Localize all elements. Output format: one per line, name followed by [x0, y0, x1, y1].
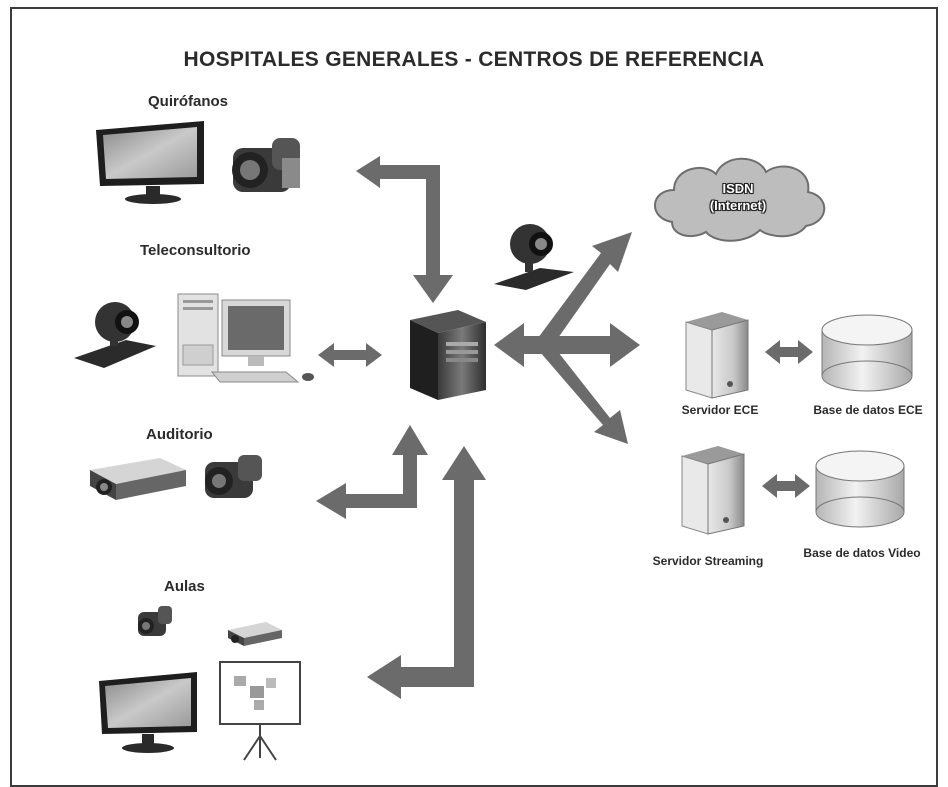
- webcam-icon: [74, 302, 156, 368]
- webcam-icon: [494, 224, 574, 290]
- section-label-quirofanos: Quirófanos: [148, 93, 229, 110]
- server-icon: [685, 312, 749, 399]
- monitor-icon: [99, 672, 197, 753]
- arrow-ece-db: [765, 340, 813, 364]
- section-label-teleconsultorio: Teleconsultorio: [140, 242, 251, 259]
- cloud-label: ISDN (Internet): [668, 180, 808, 214]
- label-servidor-ece: Servidor ECE: [681, 403, 759, 417]
- label-base-datos-video: Base de datos Video: [803, 546, 921, 560]
- camcorder-icon: [232, 138, 300, 192]
- central-server-icon: [410, 310, 486, 400]
- camcorder-icon: [205, 455, 262, 498]
- arrow-server-ece: [494, 323, 640, 367]
- projector-icon: [228, 622, 282, 646]
- arrow-aulas: [367, 446, 486, 699]
- section-label-auditorio: Auditorio: [146, 426, 213, 443]
- cloud-icon: [654, 157, 826, 242]
- database-icon: [821, 314, 913, 392]
- arrow-teleconsultorio: [318, 343, 382, 367]
- server-icon: [681, 446, 745, 535]
- label-base-datos-ece: Base de datos ECE: [813, 403, 923, 417]
- arrow-to-streaming: [540, 343, 628, 444]
- arrow-to-cloud: [538, 232, 632, 348]
- projection-screen-icon: [219, 661, 301, 761]
- section-label-aulas: Aulas: [164, 578, 205, 595]
- database-icon: [815, 450, 905, 528]
- projector-icon: [90, 458, 186, 500]
- cloud-label-line2: (Internet): [709, 198, 767, 213]
- arrow-auditorio: [316, 425, 428, 519]
- monitor-icon: [96, 121, 204, 204]
- arrow-quirofanos: [356, 156, 453, 303]
- camcorder-icon: [138, 606, 172, 636]
- cloud-label-line1: ISDN: [722, 181, 754, 196]
- page-title: HOSPITALES GENERALES - CENTROS DE REFERE…: [183, 48, 765, 71]
- connection-arrows: [316, 156, 813, 699]
- label-servidor-streaming: Servidor Streaming: [652, 554, 764, 568]
- arrow-streaming-db: [762, 474, 810, 498]
- desktop-computer-icon: [177, 293, 314, 383]
